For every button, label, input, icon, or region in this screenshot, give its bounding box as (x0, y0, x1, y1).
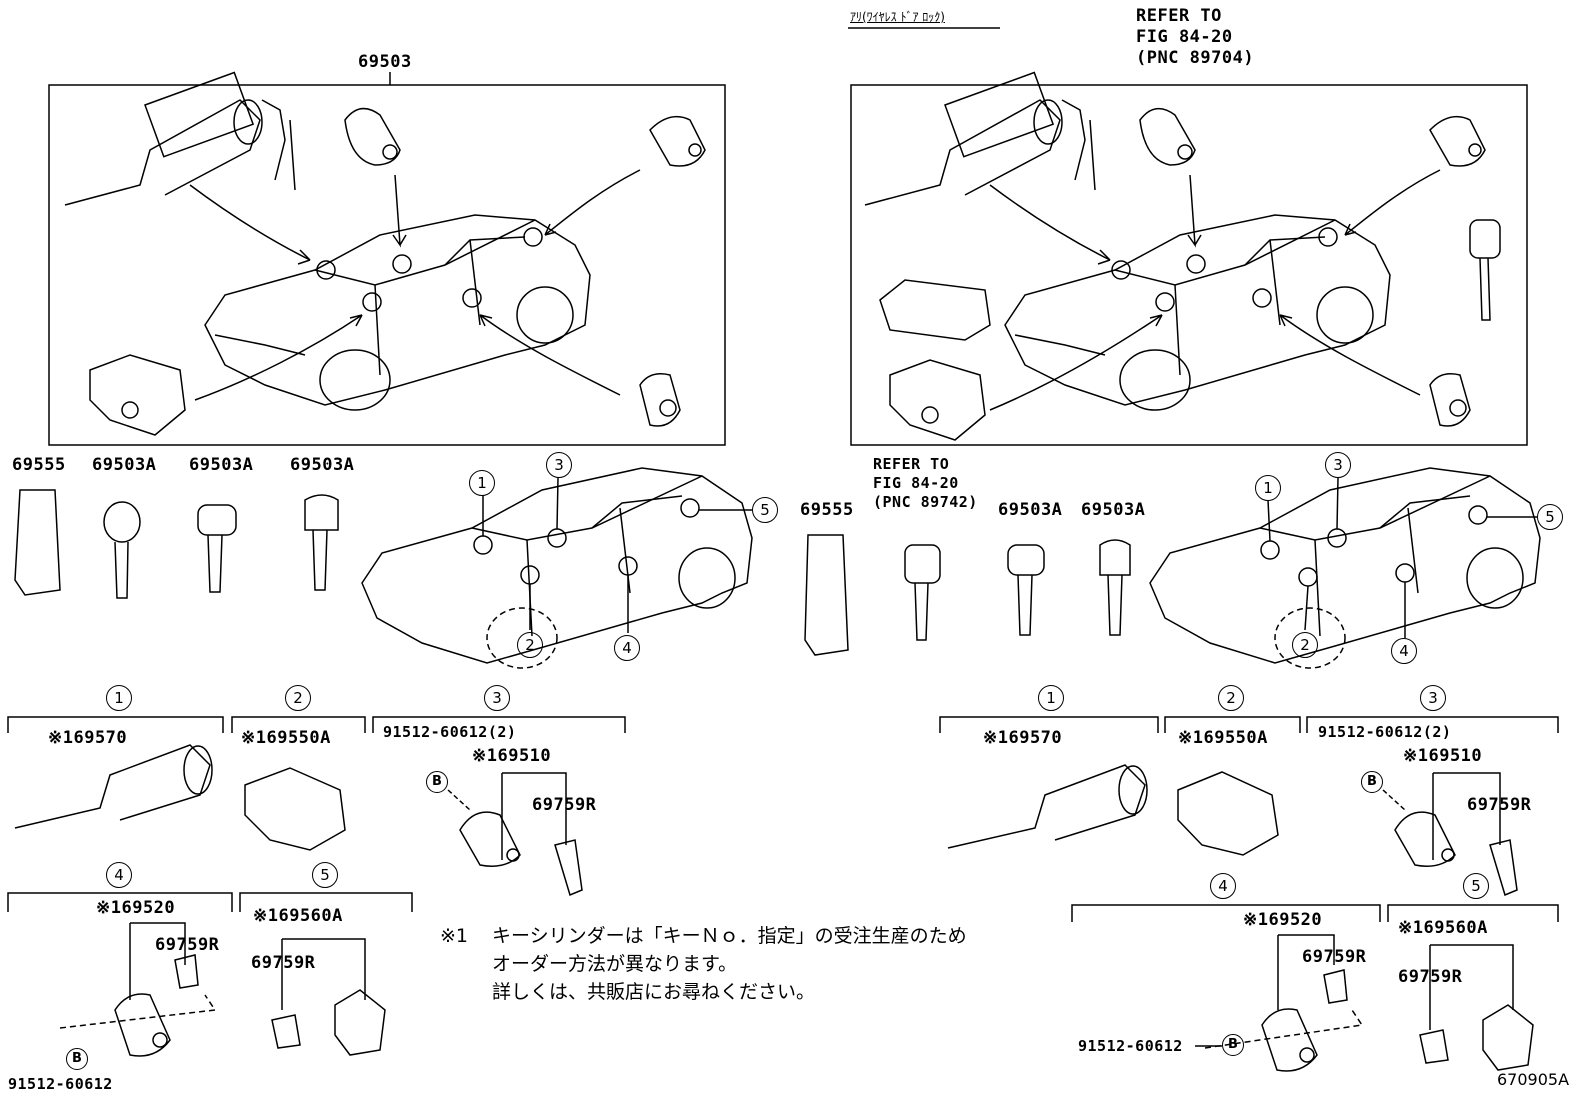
left-key-label-2[interactable]: 69503A (189, 455, 254, 475)
figure-id: 670905A (1497, 1070, 1570, 1089)
right-car-callout-3[interactable]: 3 (1325, 452, 1351, 478)
right-group-4-bolt-part[interactable]: 91512-60612 (1078, 1037, 1183, 1055)
left-group-3-bolt[interactable]: B (426, 771, 448, 793)
right-car-callout-4[interactable]: 4 (1391, 638, 1417, 664)
keys-left (14, 489, 339, 599)
left-group-5-part[interactable]: ※169560A (253, 906, 343, 926)
left-group-3-num: 3 (484, 685, 510, 711)
left-car-callout-3[interactable]: 3 (546, 452, 572, 478)
right-group-1-part[interactable]: ※169570 (983, 728, 1063, 748)
right-group-5-num: 5 (1463, 873, 1489, 899)
note-body: キーシリンダーは「キーＮｏ．指定」の受注生産のため オーダー方法が異なります。 … (492, 925, 967, 1003)
note-mark: ※1 (440, 925, 469, 947)
wireless-key-top (1469, 219, 1501, 321)
ignition-cylinder-top-right (864, 71, 1096, 206)
receiver-unit (879, 279, 991, 341)
left-group-5-num: 5 (312, 862, 338, 888)
right-key-label-2[interactable]: 69503A (1081, 500, 1146, 520)
left-car-callout-2[interactable]: 2 (517, 632, 543, 658)
left-group-4-bolt-part[interactable]: 91512-60612 (8, 1075, 113, 1093)
right-group-3-clip[interactable]: 69759R (1467, 795, 1532, 815)
left-group-3-sub[interactable]: ※169510 (472, 746, 552, 766)
group-parts-right (947, 764, 1534, 1072)
group-parts-left (14, 744, 583, 1057)
group-brackets-right (939, 716, 1559, 1030)
left-group-2-part[interactable]: ※169550A (241, 728, 331, 748)
top-car-markers (316, 227, 1338, 312)
car-mid-right (1149, 467, 1541, 669)
right-group-4-clip[interactable]: 69759R (1302, 947, 1367, 967)
right-group-2-num: 2 (1218, 685, 1244, 711)
right-group-3-part[interactable]: 91512-60612(2) (1318, 723, 1452, 741)
right-group-3-num: 3 (1420, 685, 1446, 711)
car-top-left (204, 214, 591, 411)
right-group-4-bolt[interactable]: B (1222, 1034, 1244, 1056)
left-group-3-part[interactable]: 91512-60612(2) (383, 723, 517, 741)
right-group-1-num: 1 (1038, 685, 1064, 711)
left-group-4-num: 4 (106, 862, 132, 888)
left-group-4-part[interactable]: ※169520 (96, 898, 176, 918)
right-group-5-part[interactable]: ※169560A (1398, 918, 1488, 938)
left-group-1-num: 1 (106, 685, 132, 711)
door-cylinders-top (344, 107, 1486, 427)
right-group-3-sub[interactable]: ※169510 (1403, 746, 1483, 766)
right-key-label-0[interactable]: 69555 (800, 500, 854, 520)
left-group-3-clip[interactable]: 69759R (532, 795, 597, 815)
keys-right (804, 534, 1131, 656)
right-group-3-bolt[interactable]: B (1361, 771, 1383, 793)
left-car-callout-1[interactable]: 1 (469, 470, 495, 496)
left-group-4-clip[interactable]: 69759R (155, 935, 220, 955)
ignition-cylinder-top-left (64, 71, 296, 206)
right-group-4-part[interactable]: ※169520 (1243, 910, 1323, 930)
left-key-label-3[interactable]: 69503A (290, 455, 355, 475)
left-group-1-part[interactable]: ※169570 (48, 728, 128, 748)
left-car-callout-4[interactable]: 4 (614, 635, 640, 661)
right-group-2-part[interactable]: ※169550A (1178, 728, 1268, 748)
left-key-label-1[interactable]: 69503A (92, 455, 157, 475)
right-car-callout-2[interactable]: 2 (1292, 632, 1318, 658)
left-group-2-num: 2 (285, 685, 311, 711)
group-brackets-left (7, 716, 626, 1010)
mid-car-markers (473, 477, 1537, 638)
right-key-label-1[interactable]: 69503A (998, 500, 1063, 520)
right-group-4-num: 4 (1210, 873, 1236, 899)
left-group-5-clip[interactable]: 69759R (251, 953, 316, 973)
arrows-left (189, 169, 641, 401)
left-car-callout-5[interactable]: 5 (752, 497, 778, 523)
kit-part-number[interactable]: 69503 (358, 52, 412, 72)
trunk-locks-top (89, 354, 986, 441)
arrows-right (989, 169, 1441, 411)
variant-note: ｱﾘ(ﾜｲﾔﾚｽ ﾄﾞｱ ﾛｯｸ) (850, 10, 945, 24)
left-kit-box (48, 84, 726, 446)
right-kit-box (850, 84, 1528, 446)
right-group-5-clip[interactable]: 69759R (1398, 967, 1463, 987)
left-key-label-0[interactable]: 69555 (12, 455, 66, 475)
right-car-callout-1[interactable]: 1 (1255, 475, 1281, 501)
car-top-right (1004, 214, 1391, 411)
left-group-4-bolt[interactable]: B (66, 1048, 88, 1070)
right-car-callout-5[interactable]: 5 (1537, 504, 1563, 530)
